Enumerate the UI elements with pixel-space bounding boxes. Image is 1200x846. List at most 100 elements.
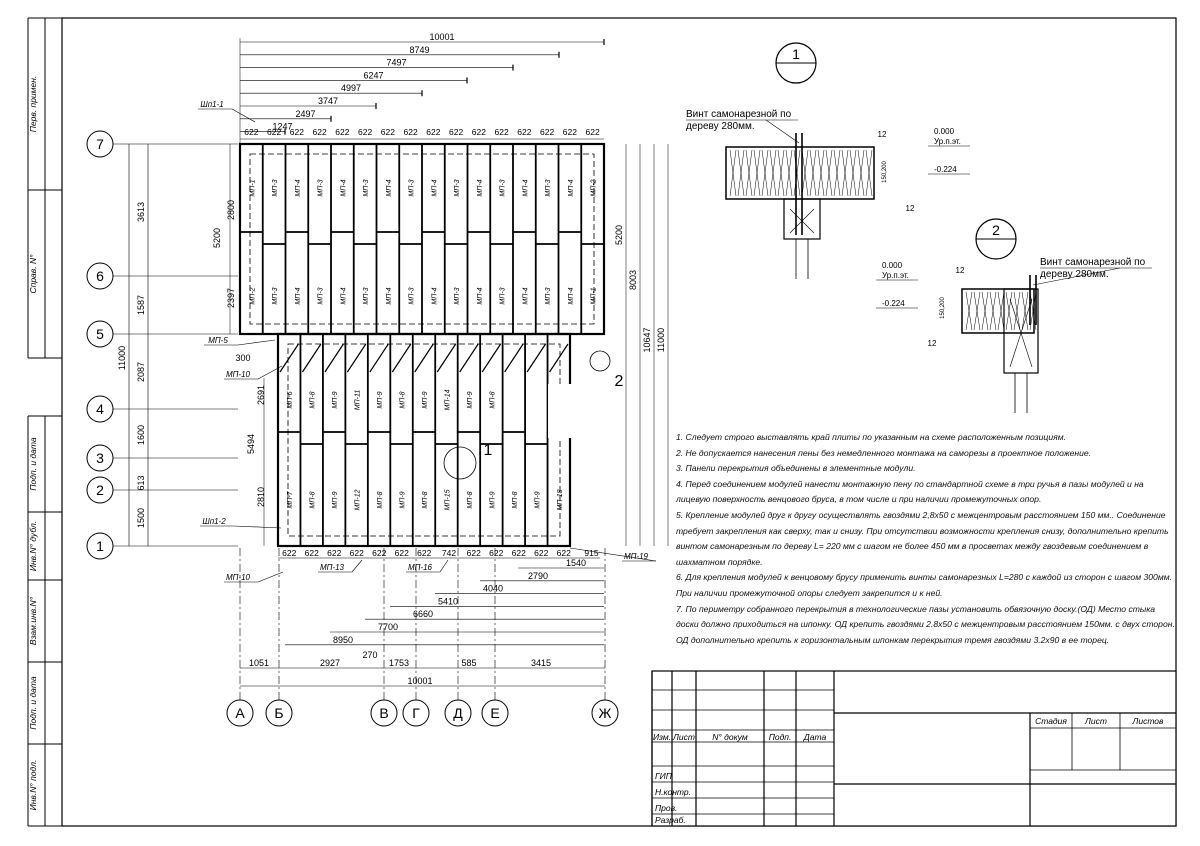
sip-panel xyxy=(961,288,1035,334)
callout-label: Шп1-2 xyxy=(202,517,226,526)
dimension-text: 622 xyxy=(244,127,258,137)
panel-label: МП-9 xyxy=(377,391,384,408)
dimension-text: 622 xyxy=(290,127,304,137)
dimension-text: 1587 xyxy=(136,295,146,315)
dimension-text: 622 xyxy=(586,127,600,137)
note-item: 4. Перед соединением модулей нанести мон… xyxy=(676,478,1144,505)
title-block-header: Дата xyxy=(803,732,827,742)
row-axis-label: 1 xyxy=(96,538,104,554)
dimension-text: 622 xyxy=(372,548,386,558)
blank-area xyxy=(548,384,668,438)
panel-label: МП-1 xyxy=(249,179,256,196)
dimension-text: 150,200 xyxy=(940,297,946,319)
dimension-text: 622 xyxy=(426,127,440,137)
side-stamp-label: Инв.N° подл. xyxy=(28,760,38,811)
node-label: 2 xyxy=(615,373,624,390)
note-item: 1. Следует строго выставлять край плиты … xyxy=(676,432,1066,442)
level-mark: Ур.п.эт. xyxy=(934,137,961,146)
dimension-text: 11000 xyxy=(117,346,127,370)
callout-label: МП-16 xyxy=(408,563,433,572)
node-circle xyxy=(589,350,611,372)
dimension-text: 1247 xyxy=(272,122,292,132)
panel-label: МП-8 xyxy=(377,491,384,508)
dimension-text: 12 xyxy=(956,266,965,275)
panel-label: МП-1 xyxy=(591,287,598,304)
panel-label: МП-14 xyxy=(444,389,451,410)
panel-label: МП-3 xyxy=(454,287,461,304)
panel-label: МП-4 xyxy=(386,287,393,304)
panel-label: МП-9 xyxy=(534,491,541,508)
dimension-text: 2810 xyxy=(256,487,266,507)
panel-label: МП-4 xyxy=(522,287,529,304)
side-stamp-label: Справ. N° xyxy=(28,254,38,294)
column-axis-label: Б xyxy=(274,705,283,721)
dimension-text: 622 xyxy=(472,127,486,137)
note-item: 2. Не допускается нанесения пены без нем… xyxy=(676,447,1092,458)
row-axis-label: 2 xyxy=(96,482,104,498)
dimension-text: 622 xyxy=(335,127,349,137)
panel-label: МП-4 xyxy=(477,287,484,304)
row-axis-label: 7 xyxy=(96,136,104,152)
panel-label: МП-4 xyxy=(431,287,438,304)
dimension-text: 622 xyxy=(404,127,418,137)
detail-caption: Винт самонарезной по xyxy=(1040,257,1146,268)
panel-label: МП-4 xyxy=(522,179,529,196)
panel-label: МП-2 xyxy=(249,287,256,304)
title-block-header: Лист xyxy=(672,732,695,742)
panel-label: МП-3 xyxy=(545,287,552,304)
dimension-text: 7700 xyxy=(378,622,398,632)
panel-label: МП-4 xyxy=(340,287,347,304)
panel-label: МП-9 xyxy=(400,491,407,508)
lower-block-outline xyxy=(276,332,572,548)
panel-label: МП-3 xyxy=(318,179,325,196)
callout-label: МП-13 xyxy=(320,563,345,572)
dimension-text: 10001 xyxy=(429,32,454,42)
dimension-text: 2927 xyxy=(320,658,340,668)
panel-label: МП-4 xyxy=(568,287,575,304)
dimension-text: 12 xyxy=(928,339,937,348)
panel-label: МП-3 xyxy=(363,179,370,196)
panel-label: МП-12 xyxy=(355,489,362,510)
note-item: 6. Для крепления модулей к венцовому бру… xyxy=(676,572,1172,598)
panel-label: МП-3 xyxy=(545,179,552,196)
dimension-text: 1500 xyxy=(136,508,146,528)
dimension-text: 622 xyxy=(305,548,319,558)
callout-label: МП-19 xyxy=(624,552,649,561)
dimension-text: 2087 xyxy=(136,362,146,382)
dimension-text: 2497 xyxy=(295,109,315,119)
dimension-text: 622 xyxy=(557,548,571,558)
level-mark: -0.224 xyxy=(934,165,957,174)
panel-label: МП-4 xyxy=(477,179,484,196)
title-block-frame xyxy=(651,670,1177,827)
dimension-text: 12 xyxy=(878,130,887,139)
title-block-role: Н.контр. xyxy=(655,787,691,797)
row-axis-label: 6 xyxy=(96,268,104,284)
sheet-frame xyxy=(61,17,1177,827)
dimension-text: 622 xyxy=(395,548,409,558)
dimension-text: 11000 xyxy=(656,328,666,352)
panel-label: МП-3 xyxy=(454,179,461,196)
callout-label: МП-5 xyxy=(208,336,228,345)
dimension-text: 585 xyxy=(461,658,476,668)
dimension-text: 622 xyxy=(327,548,341,558)
dimension-text: 742 xyxy=(442,548,456,558)
dimension-text: 8950 xyxy=(333,635,353,645)
row-axis-label: 4 xyxy=(96,401,104,417)
panel-label: МП-8 xyxy=(467,491,474,508)
panel-label: МП-3 xyxy=(272,287,279,304)
lower-block-inner xyxy=(287,343,561,537)
dimension-text: 5494 xyxy=(246,434,256,454)
panel-label: МП-3 xyxy=(500,287,507,304)
dimension-text: 1540 xyxy=(566,558,586,568)
column-axis-label: В xyxy=(379,705,388,721)
dimension-text: 5200 xyxy=(614,225,624,245)
dimension-text: 622 xyxy=(267,127,281,137)
panel-label: МП-4 xyxy=(295,287,302,304)
